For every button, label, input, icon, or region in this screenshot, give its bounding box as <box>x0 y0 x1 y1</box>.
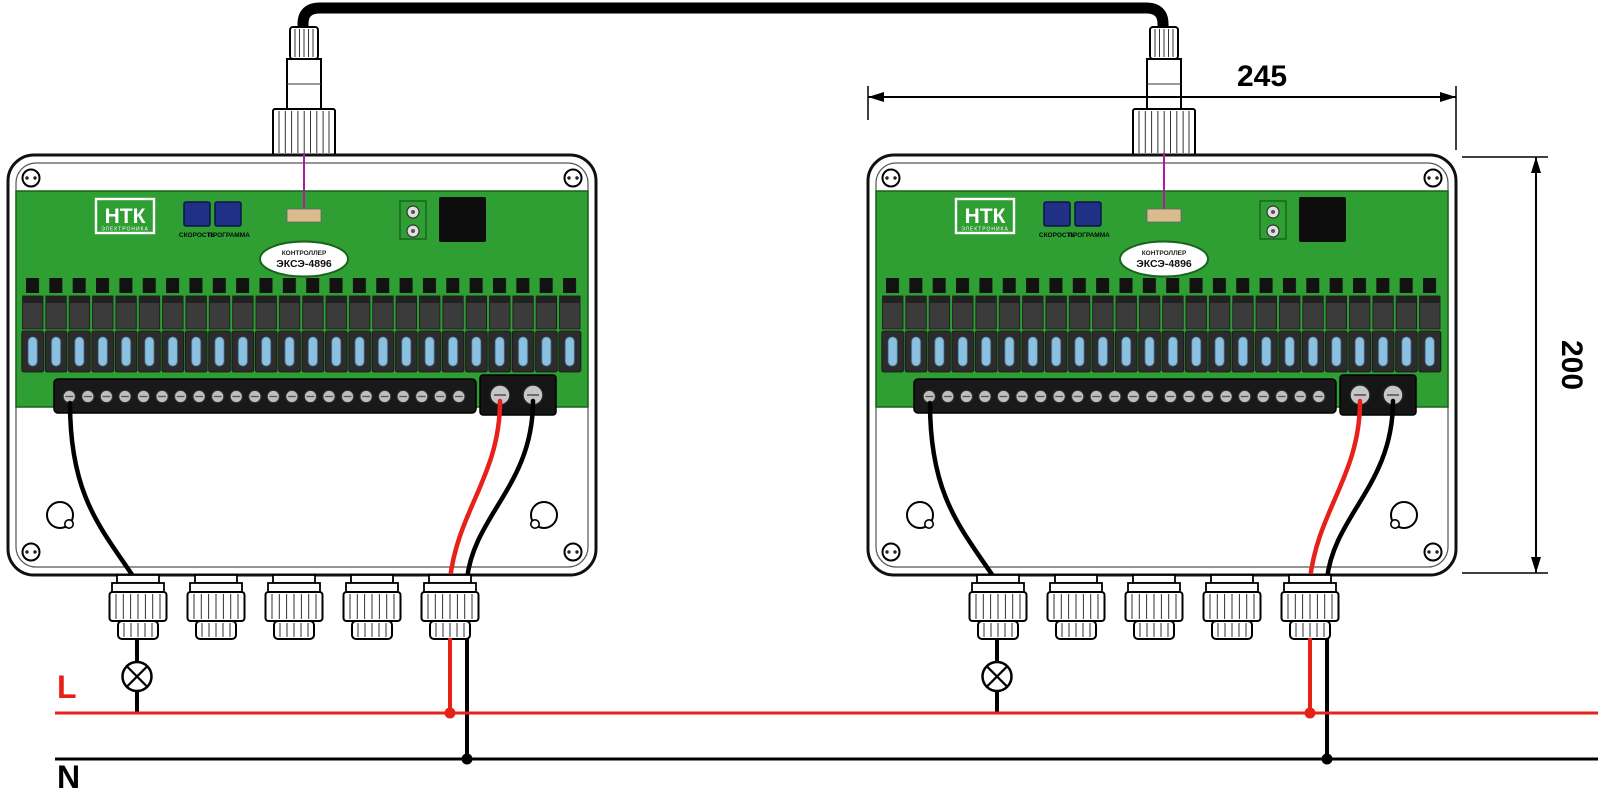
width-dimension-label: 245 <box>1237 60 1287 93</box>
height-dimension <box>1462 156 1548 574</box>
live-line-label: L <box>57 669 77 705</box>
height-dimension-label: 200 <box>1555 340 1588 390</box>
controller-box-left <box>8 27 596 765</box>
neutral-line-label: N <box>57 759 80 791</box>
width-dimension <box>867 86 1457 150</box>
controller-box-right <box>868 27 1456 765</box>
interconnect-cable <box>297 2 1169 40</box>
